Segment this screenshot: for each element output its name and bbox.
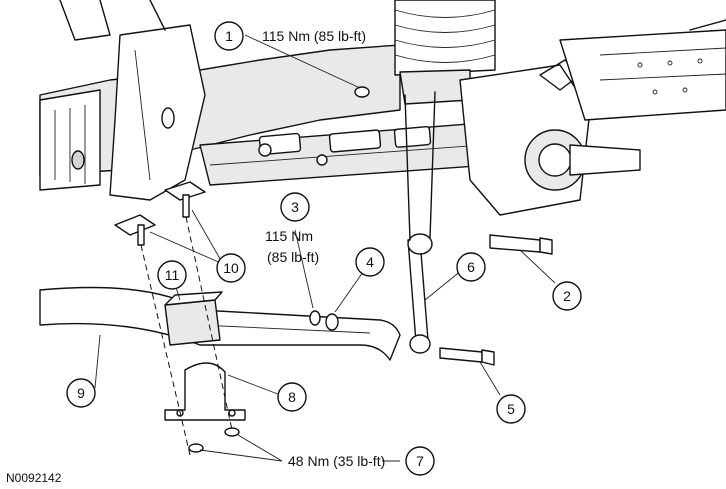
callout-number-5: 5 [507, 401, 515, 417]
figure-code: N0092142 [6, 471, 62, 485]
torque-label-3-line2: (85 lb-ft) [267, 249, 319, 265]
callout-1: 1 115 Nm (85 lb-ft) [214, 21, 366, 51]
coil-spring [394, 0, 496, 105]
callout-9: 9 [66, 378, 96, 408]
torque-label-1: 115 Nm (85 lb-ft) [262, 28, 366, 44]
callout-6: 6 [456, 252, 486, 282]
callout-number-6: 6 [467, 259, 475, 275]
callout-number-11: 11 [165, 267, 180, 283]
callout-2: 2 [552, 281, 582, 311]
stabilizer-bar-bracket [164, 362, 246, 421]
stabilizer-bar-insulator [164, 291, 223, 346]
upper-nut [354, 86, 370, 98]
callout-11: 11 [157, 260, 187, 290]
callout-5: 5 [496, 394, 526, 424]
upper-link-bolt [489, 234, 553, 255]
steering-knuckle [459, 59, 641, 216]
callout-number-1: 1 [225, 28, 233, 44]
callout-7: 7 48 Nm (35 lb-ft) [288, 446, 435, 476]
callout-10: 10 [216, 253, 246, 283]
right-frame-rail [559, 19, 726, 121]
callout-3: 3 115 Nm (85 lb-ft) [265, 192, 319, 265]
stabilizer-bar [39, 286, 401, 361]
torque-label-7: 48 Nm (35 lb-ft) [288, 453, 385, 469]
callout-number-2: 2 [563, 288, 571, 304]
callout-number-4: 4 [366, 254, 374, 270]
torque-label-3-line1: 115 Nm [265, 228, 313, 244]
callout-number-8: 8 [288, 389, 296, 405]
leader-lines [94, 34, 556, 462]
bracket-nuts [188, 427, 240, 453]
callout-number-7: 7 [416, 453, 424, 469]
callout-number-9: 9 [77, 385, 85, 401]
link-washers [309, 310, 339, 331]
callout-number-10: 10 [223, 260, 239, 276]
callout-number-3: 3 [291, 199, 299, 215]
stabilizer-link [404, 91, 436, 354]
lower-link-bolt [439, 347, 495, 366]
bracket-bolts [114, 181, 233, 456]
callout-8: 8 [277, 382, 307, 412]
callout-4: 4 [355, 247, 385, 277]
